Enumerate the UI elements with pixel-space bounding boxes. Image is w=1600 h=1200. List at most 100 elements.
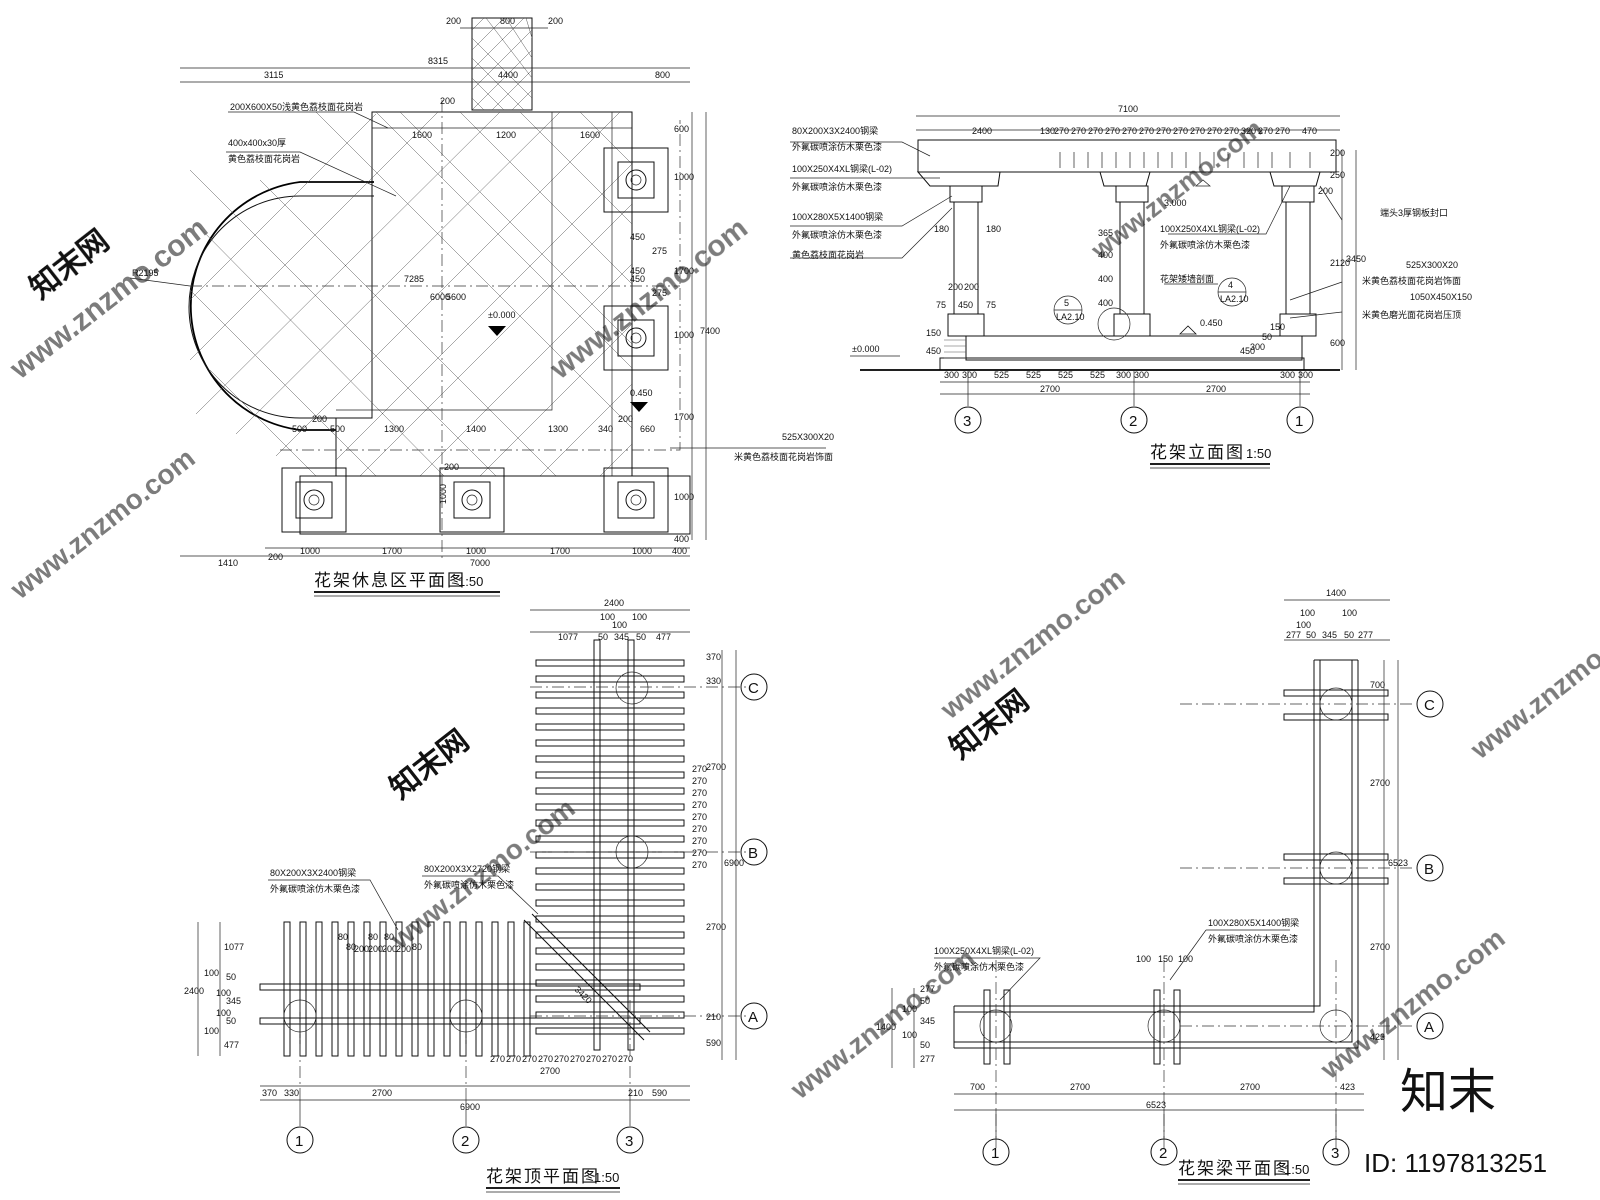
dim-label: 1300 [548,424,568,434]
dim-label: 270 [554,1054,569,1064]
dim-label: 590 [652,1088,667,1098]
dim-label: 100 [216,988,231,998]
dim-label: 270 [692,788,707,798]
dim-label: 300 [1298,370,1313,380]
watermark-text: www.znzmo.com [543,211,754,386]
dim-label: 270 [522,1054,537,1064]
dim-label: 470 [1302,126,1317,136]
dim-label: 80 [412,942,422,952]
dim-label: 200 [948,282,963,292]
dim-label: 1600 [412,130,432,140]
dim-label: 300 [1250,342,1265,352]
dim-label: 270 [1071,126,1086,136]
dim-label: 80 [368,932,378,942]
dim-label: 300 [1116,370,1131,380]
watermark-text: www.znzmo.com [4,442,201,605]
dim-label: 320 [1241,126,1256,136]
material-note: 外氟碳喷涂仿木栗色漆 [792,229,882,240]
wall-hatch [944,339,966,359]
dim-label: 525 [1026,370,1041,380]
axis-label: B [1424,861,1434,878]
dim-label: 270 [692,800,707,810]
dim-label: 1077 [224,942,244,952]
dim-label: 100 [204,1026,219,1036]
dim-label: 345 [614,632,629,642]
dim-label: 270 [1190,126,1205,136]
dim-label: 180 [934,224,949,234]
material-note: 80X200X3X2720钢梁 [424,863,510,874]
dim-label: 450 [926,346,941,356]
dim-label: 700 [970,1082,985,1092]
drawing-title: 花架顶平面图 [486,1167,600,1186]
dim-label: 345 [1322,630,1337,640]
material-note: 1050X450X150 [1410,292,1472,302]
dim-label: 2400 [184,986,204,996]
dim-label: 1000 [632,546,652,556]
dim-label: 270 [1258,126,1273,136]
material-note: 80X200X3X2400钢梁 [270,867,356,878]
dim-label: 210 [706,1012,721,1022]
dim-label: 130 [1040,126,1055,136]
dim-label: 100 [216,1008,231,1018]
column-outline [449,999,483,1033]
dim-label: 75 [936,300,946,310]
drawing-scale: 1:50 [1284,1162,1309,1177]
material-note: 400x400x30厚 [228,138,286,148]
dim-label: 270 [1207,126,1222,136]
dim-label: 200 [268,552,283,562]
dim-label: 800 [655,70,670,80]
material-note: 米黄色磨光面花岗岩压顶 [1362,309,1461,320]
dim-label: 250 [1330,170,1345,180]
axis-label: 1 [1295,413,1303,430]
column-outline [283,999,317,1033]
dim-label: 270 [692,860,707,870]
dim-label: 200 [1330,148,1345,158]
paving-region [335,111,633,477]
dim-label: 600 [1330,338,1345,348]
dim-label: 365 [1098,228,1113,238]
elevation-note-leaders [790,141,1343,319]
dim-label: 270 [586,1054,601,1064]
brand-logo: 知末 [1400,1066,1496,1119]
dim-label: 200 [548,16,563,26]
dim-label: 1400 [876,1022,896,1032]
dim-label: 6000 [430,292,450,302]
dim-label: 2700 [1240,1082,1260,1092]
material-note: 米黄色荔枝面花岗岩饰面 [734,451,833,462]
dim-label: 6523 [1146,1100,1166,1110]
dim-label: 1700 [550,546,570,556]
dim-label: 300 [1134,370,1149,380]
axis-label: 2 [1129,413,1137,430]
beam-end-cap [953,659,1358,1048]
beam-note-leaders [934,929,1290,1001]
dim-label: 1000 [674,492,694,502]
axis-bubbles-elevation: 3 2 1 [954,370,1314,434]
dim-label: 2700 [1370,778,1390,788]
level-label: ±0.000 [852,344,879,354]
dim-label: 50 [1306,630,1316,640]
column-outline [1319,851,1353,885]
column-outline [1319,687,1353,721]
material-note: 外氟碳喷涂仿木栗色漆 [270,883,360,894]
section-ref-sheet: LA2.10 [1220,294,1249,304]
level-marker [630,402,648,412]
dim-label: 700 [1370,680,1385,690]
dim-label: 590 [706,1038,721,1048]
dim-label: 200 [444,462,459,472]
material-note: 外氟碳喷涂仿木栗色漆 [934,961,1024,972]
dim-label: 477 [224,1040,239,1050]
material-note: 黄色荔枝面花岗岩 [792,249,864,260]
roof-beams-vertical [593,639,635,1051]
column-outline [1319,1009,1353,1043]
dim-label: 330 [706,676,721,686]
drawing-scale: 1:50 [594,1170,619,1185]
dim-label: 1077 [558,632,578,642]
dim-label: 2700 [372,1088,392,1098]
dim-label: 7400 [700,326,720,336]
dim-label: 300 [944,370,959,380]
axis-label: 2 [1159,1145,1167,1162]
elevation-view: 3.000 ±0.000 0.450 7100 2400 130 270 270… [790,104,1472,469]
dim-label: 80 [384,932,394,942]
note-leader [228,111,389,129]
